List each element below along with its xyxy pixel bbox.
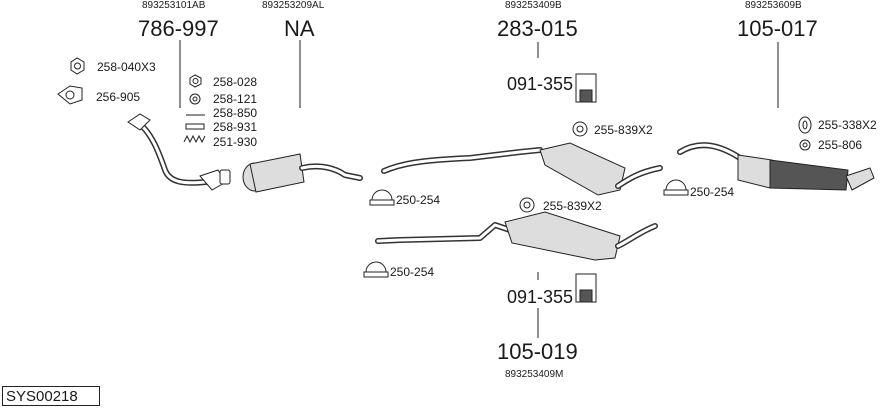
oem-number: 893253409M [505, 369, 564, 380]
part-label-ring-right: 255-338X2 [818, 118, 877, 132]
part-number: 105-019 [497, 339, 578, 364]
part-label-bolt: 258-850 [213, 106, 258, 120]
flange-gasket-icon [57, 85, 83, 105]
part-label-ring-lower: 255-839X2 [543, 199, 602, 213]
spring-icon [183, 134, 206, 144]
part-label-nut: 258-028 [213, 75, 258, 89]
ring-mid-icon [572, 121, 588, 137]
part-label-ring-right-small: 255-806 [818, 138, 863, 152]
part-label-sleeve: 258-931 [213, 120, 258, 134]
washer-hole-icon [192, 96, 198, 102]
oem-number: 893253101AB [142, 0, 206, 11]
part-label-spring: 251-930 [213, 135, 258, 149]
part-label-clamp-right: 250-254 [690, 185, 735, 199]
ring-lower-icon [519, 197, 535, 213]
part-label-washer: 258-121 [213, 92, 258, 106]
oem-number: 893253209AL [262, 0, 325, 11]
clamp-right-icon [663, 179, 689, 196]
oem-number: 893253609B [745, 0, 802, 11]
part-number: 105-017 [737, 16, 818, 41]
nut-icon [189, 74, 202, 88]
clamp-left-icon [369, 189, 395, 206]
muffler-283-015 [381, 142, 663, 196]
muffler-105-017 [677, 142, 875, 191]
front-pipe-786-997 [127, 113, 231, 191]
hanger-bottom-icon [575, 273, 597, 303]
sleeve-icon [185, 123, 205, 130]
part-label-gasket-nut: 258-040X3 [97, 60, 156, 74]
part-label-hanger-top: 091-355 [507, 74, 574, 94]
part-label-flange-gasket: 256-905 [96, 90, 141, 104]
clamp-lower-icon [363, 261, 389, 278]
part-number: NA [284, 16, 315, 41]
part-label-ring-mid: 255-839X2 [594, 123, 653, 137]
muffler-105-019 [375, 211, 658, 261]
part-label-clamp-left: 250-254 [396, 193, 441, 207]
middle-section-na [242, 153, 363, 193]
part-label-clamp-lower: 250-254 [390, 265, 435, 279]
part-number: 283-015 [497, 16, 578, 41]
hanger-top-icon [575, 73, 597, 103]
diagram-code: SYS00218 [2, 386, 100, 406]
ring-right-icon [798, 116, 812, 134]
nut-hex-icon [70, 57, 85, 75]
part-number: 786-997 [138, 16, 219, 41]
ring-right-small-icon [799, 139, 811, 151]
part-label-hanger-bottom: 091-355 [507, 287, 574, 307]
oem-number: 893253409B [505, 0, 562, 11]
